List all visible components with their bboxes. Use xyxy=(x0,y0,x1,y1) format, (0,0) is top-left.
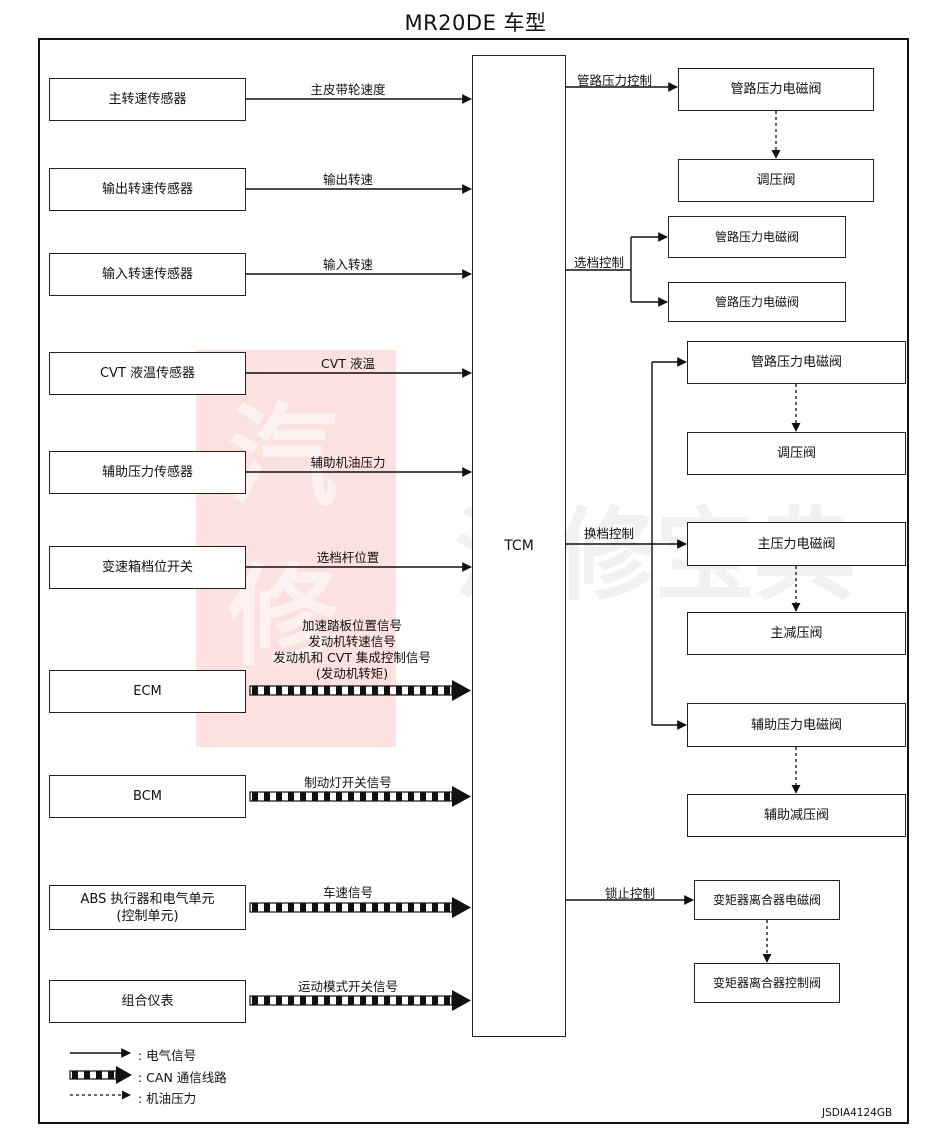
signal-label-sport-mode: 运动模式开关信号 xyxy=(297,979,399,994)
control-label-lockup: 锁止控制 xyxy=(605,886,656,901)
output-secondary-reducer: 辅助减压阀 xyxy=(687,794,906,837)
signal-label-output-speed: 输出转速 xyxy=(322,172,374,187)
output-pressure-regulator: 调压阀 xyxy=(678,159,874,202)
output-tc-clutch-valve: 变矩器离合器控制阀 xyxy=(694,963,840,1003)
input-box-cvt-fluid-temp-sensor: CVT 液温传感器 xyxy=(49,352,246,395)
oil-pressure-arrows xyxy=(762,111,801,963)
input-box-ecm: ECM xyxy=(49,670,246,713)
control-label-select: 选档控制 xyxy=(574,255,625,270)
signal-label-input-speed: 输入转速 xyxy=(322,257,374,272)
figure-code: JSDIA4124GB xyxy=(822,1107,893,1119)
control-label-shift: 换档控制 xyxy=(584,526,635,541)
signal-label-fluid-temp: CVT 液温 xyxy=(321,356,375,371)
diagram-frame xyxy=(38,38,909,1124)
tcm-box: TCM xyxy=(472,55,566,1037)
output-shift-line-solenoid: 管路压力电磁阀 xyxy=(687,341,906,384)
tcm-label: TCM xyxy=(504,538,534,554)
input-box-output-speed-sensor: 输出转速传感器 xyxy=(49,168,246,211)
input-box-abs-actuator: ABS 执行器和电气单元 (控制单元) xyxy=(49,885,246,930)
input-box-secondary-pressure-sensor: 辅助压力传感器 xyxy=(49,451,246,494)
signal-label-bcm: 制动灯开关信号 xyxy=(304,775,392,790)
output-shift-regulator: 调压阀 xyxy=(687,432,906,475)
signal-label-vehicle-speed: 车速信号 xyxy=(322,885,374,900)
input-box-range-switch: 变速箱档位开关 xyxy=(49,546,246,589)
signal-label-ecm: 加速踏板位置信号 发动机转速信号 发动机和 CVT 集成控制信号 (发动机转矩) xyxy=(273,618,431,681)
output-select-solenoid-1: 管路压力电磁阀 xyxy=(668,216,846,258)
electric-input-arrows xyxy=(246,94,472,572)
output-primary-reducer: 主减压阀 xyxy=(687,612,906,655)
signal-label-select-lever: 选档杆位置 xyxy=(316,550,380,565)
signal-label-secondary-pressure: 辅助机油压力 xyxy=(310,455,386,470)
output-primary-solenoid: 主压力电磁阀 xyxy=(687,522,906,566)
output-arrows xyxy=(566,82,694,905)
legend-symbols xyxy=(69,1048,132,1100)
output-select-solenoid-2: 管路压力电磁阀 xyxy=(668,282,846,322)
input-box-input-speed-sensor: 输入转速传感器 xyxy=(49,253,246,296)
legend-oil: : 机油压力 xyxy=(138,1091,197,1106)
input-box-combination-meter: 组合仪表 xyxy=(49,980,246,1023)
legend-electric: : 电气信号 xyxy=(138,1048,197,1063)
output-tc-clutch-solenoid: 变矩器离合器电磁阀 xyxy=(694,880,840,920)
signal-label-primary-speed: 主皮带轮速度 xyxy=(310,82,386,97)
page-title: MR20DE 车型 xyxy=(404,11,547,35)
output-secondary-solenoid: 辅助压力电磁阀 xyxy=(687,703,906,747)
input-box-bcm: BCM xyxy=(49,775,246,818)
can-input-arrows xyxy=(249,680,471,1011)
output-line-pressure-solenoid: 管路压力电磁阀 xyxy=(678,68,874,111)
input-box-primary-speed-sensor: 主转速传感器 xyxy=(49,78,246,121)
control-label-line-pressure: 管路压力控制 xyxy=(577,73,653,88)
legend-can: : CAN 通信线路 xyxy=(138,1070,227,1085)
